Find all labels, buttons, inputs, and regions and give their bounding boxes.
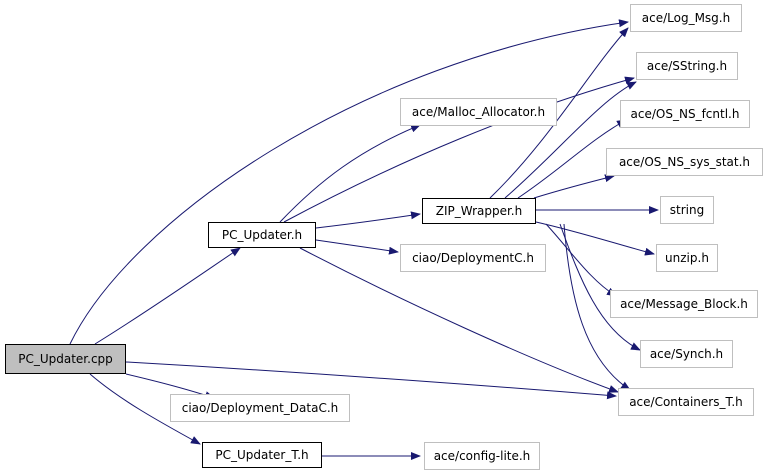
edge-zip-to-synch — [559, 223, 641, 351]
edge-pc-updater-h-to-containers — [299, 247, 619, 393]
edge-pc-updater-h-to-sstring — [283, 76, 635, 223]
edge-cpp-to-pc-updater-t — [89, 373, 201, 445]
node-log-msg-h[interactable]: ace/Log_Msg.h — [630, 4, 742, 32]
node-unzip-h[interactable]: unzip.h — [656, 244, 718, 272]
node-pc-updater-t-h[interactable]: PC_Updater_T.h — [202, 442, 322, 468]
edge-zip-to-sys-stat — [533, 174, 615, 199]
edge-pc-updater-h-to-zip — [315, 211, 421, 229]
edge-zip-to-containers — [563, 223, 631, 391]
edge-zip-to-fcntl — [517, 119, 627, 199]
edge-zip-to-message-block — [545, 223, 617, 297]
node-pc-updater-cpp[interactable]: PC_Updater.cpp — [5, 344, 126, 374]
node-sstring-h[interactable]: ace/SString.h — [636, 52, 738, 80]
node-message-block-h[interactable]: ace/Message_Block.h — [610, 290, 758, 318]
edge-cpp-to-pc-updater-h — [94, 247, 241, 345]
node-malloc-allocator-h[interactable]: ace/Malloc_Allocator.h — [400, 98, 557, 126]
node-synch-h[interactable]: ace/Synch.h — [640, 340, 733, 368]
edge-zip-to-unzip — [535, 221, 655, 256]
node-zip-wrapper-h[interactable]: ZIP_Wrapper.h — [422, 198, 536, 224]
node-deploymentc-h[interactable]: ciao/DeploymentC.h — [400, 244, 546, 272]
edge-cpp-to-log-msg — [69, 19, 629, 345]
edge-pc-updater-h-to-deploymentc — [315, 239, 399, 255]
edge-zip-to-log-msg — [489, 27, 629, 199]
edge-pc-updater-h-to-malloc — [279, 124, 421, 223]
node-config-lite-h[interactable]: ace/config-lite.h — [424, 442, 540, 470]
node-os-ns-fcntl-h[interactable]: ace/OS_NS_fcntl.h — [620, 100, 750, 128]
edge-zip-to-sstring — [504, 81, 637, 199]
node-pc-updater-h[interactable]: PC_Updater.h — [208, 222, 316, 248]
node-string[interactable]: string — [660, 196, 714, 224]
node-containers-t-h[interactable]: ace/Containers_T.h — [618, 388, 754, 416]
node-deployment-datac-h[interactable]: ciao/Deployment_DataC.h — [170, 394, 350, 422]
node-os-ns-sys-stat-h[interactable]: ace/OS_NS_sys_stat.h — [606, 148, 763, 176]
edge-cpp-to-containers — [125, 361, 617, 400]
